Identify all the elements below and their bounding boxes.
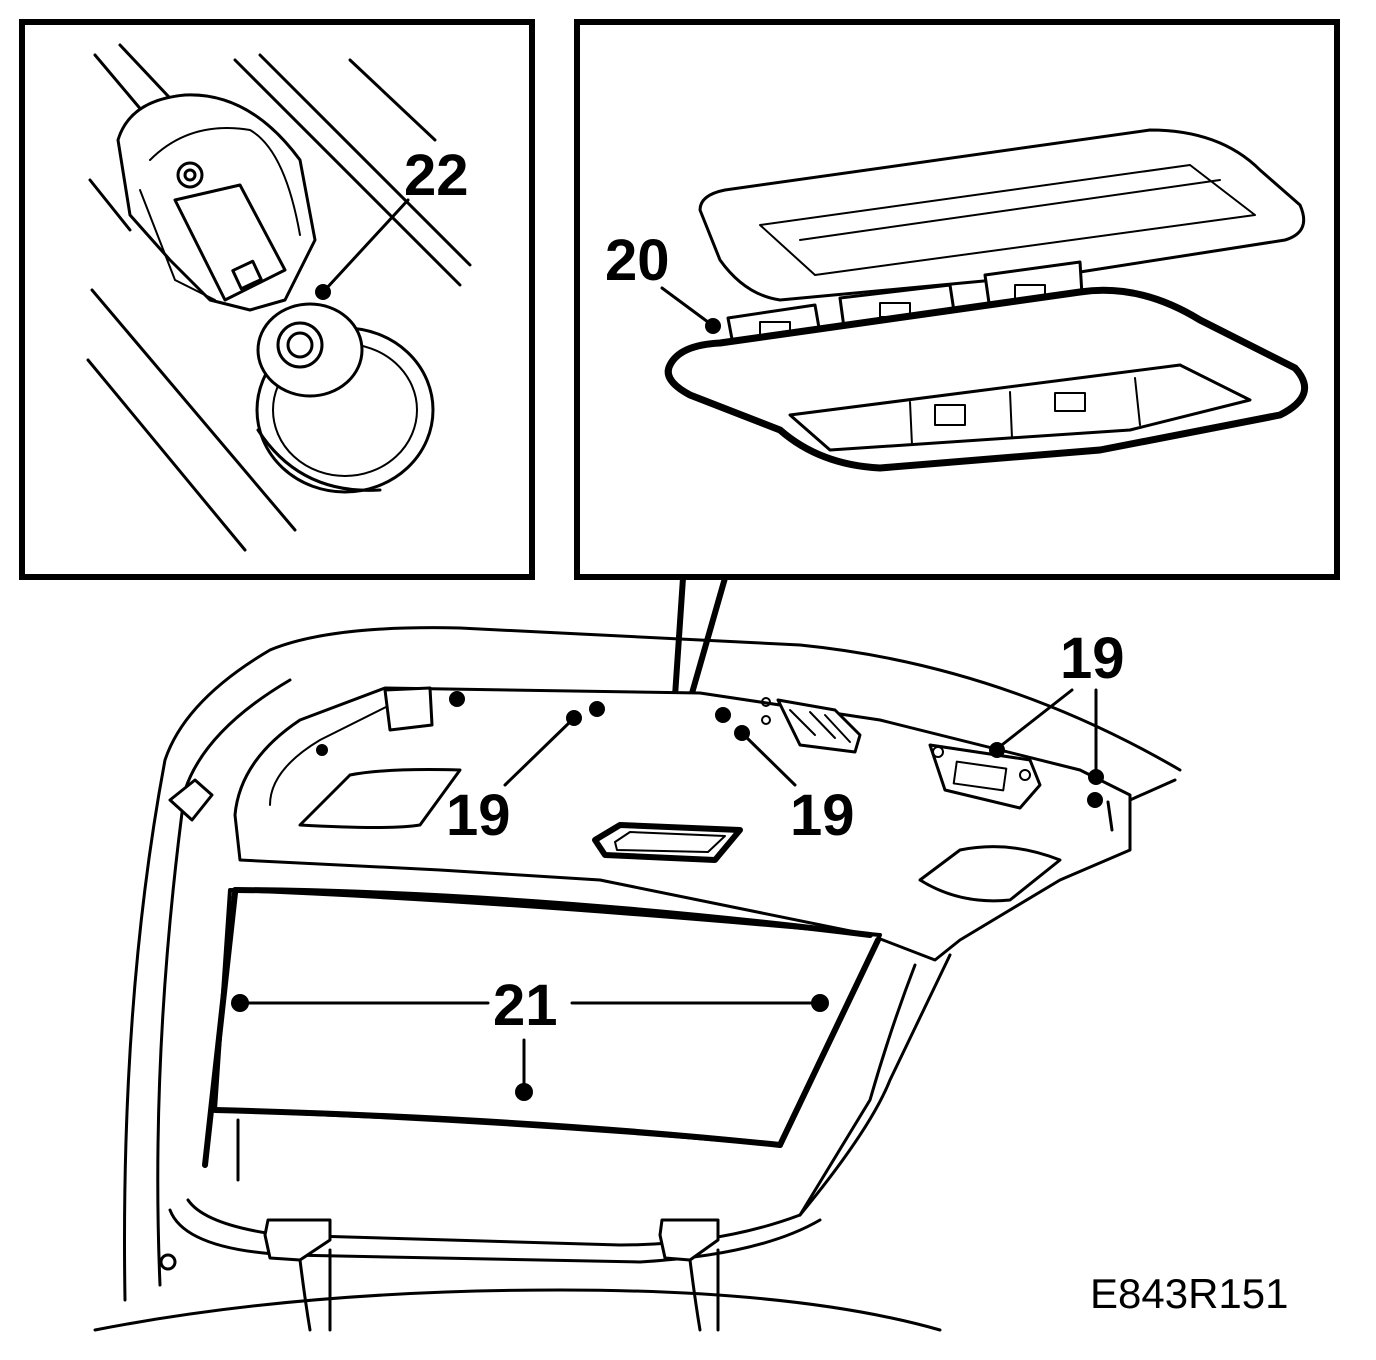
callout-leaders: [231, 198, 1104, 1101]
inset-light-holder: [19, 19, 535, 580]
callout-dot-19-right-a: [989, 742, 1005, 758]
callout-dot-19-left: [566, 710, 582, 726]
callout-dot-19-center: [734, 725, 750, 741]
callout-21: 21: [493, 973, 558, 1038]
inset-light-unit: [574, 19, 1340, 580]
callout-dot-21-right: [811, 994, 829, 1012]
callout-dot-20: [705, 318, 721, 334]
callout-22: 22: [404, 143, 469, 208]
callout-dot-22: [315, 284, 331, 300]
tailgate-view: [93, 626, 1182, 1332]
callout-dot-21-left: [231, 994, 249, 1012]
callout-19-left: 19: [446, 783, 511, 848]
callout-dot-19-right-b: [1088, 769, 1104, 785]
callout-19-center: 19: [790, 783, 855, 848]
callout-19-right: 19: [1060, 626, 1125, 691]
callout-dot-21-bottom: [515, 1083, 533, 1101]
figure-reference: E843R151: [1090, 1270, 1289, 1317]
callout-20: 20: [605, 228, 670, 293]
